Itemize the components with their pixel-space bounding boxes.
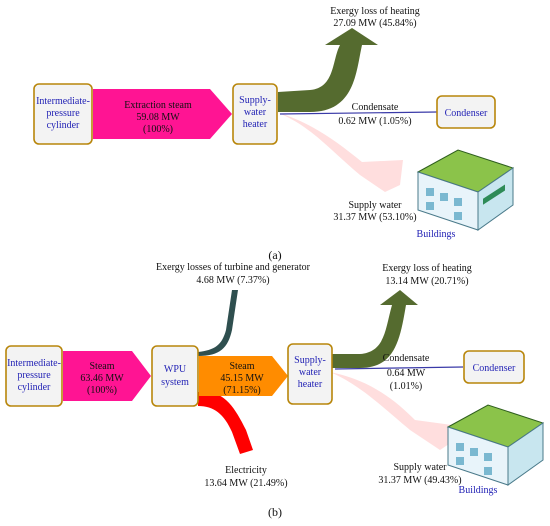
steam-out-pct-b: (71.15%) bbox=[223, 385, 261, 396]
source-label-a-2: pressure bbox=[46, 108, 80, 119]
heater-label-b-3: heater bbox=[298, 379, 323, 390]
turbine-loss-title-b: Exergy losses of turbine and generator bbox=[156, 262, 311, 273]
buildings-label-a: Buildings bbox=[417, 229, 456, 240]
condensate-pct-b: (1.01%) bbox=[390, 381, 423, 392]
turbine-loss-value-b: 4.68 MW (7.37%) bbox=[196, 275, 269, 286]
heating-loss-flow-b bbox=[332, 290, 418, 368]
supply-title-a: Supply water bbox=[348, 200, 402, 211]
flow-pct-a: (100%) bbox=[143, 124, 173, 135]
building-icon bbox=[446, 404, 545, 486]
condensate-line-b bbox=[334, 366, 464, 370]
buildings-label-b: Buildings bbox=[459, 485, 498, 496]
supply-water-flow-a bbox=[276, 112, 403, 192]
steam-out-arrow-b bbox=[199, 356, 288, 396]
loss-title-b: Exergy loss of heating bbox=[382, 263, 472, 274]
condenser-label-b: Condenser bbox=[473, 363, 516, 374]
source-label-a-3: cylinder bbox=[47, 120, 80, 131]
source-box-b bbox=[5, 345, 63, 407]
source-label-b-1: Intermediate- bbox=[7, 358, 61, 369]
turbine-loss-flow-b bbox=[198, 290, 238, 356]
condensate-title-a: Condensate bbox=[352, 102, 399, 113]
source-box-a bbox=[33, 83, 93, 145]
condensate-title-b: Condensate bbox=[383, 353, 430, 364]
supply-value-a: 31.37 MW (53.10%) bbox=[333, 212, 416, 223]
condenser-label-a: Condenser bbox=[445, 108, 488, 119]
heater-label-a-1: Supply- bbox=[239, 95, 271, 106]
steam-in-pct-b: (100%) bbox=[87, 385, 117, 396]
condenser-box-a bbox=[436, 95, 496, 129]
steam-in-label-b: Steam bbox=[90, 361, 115, 372]
source-label-b-3: cylinder bbox=[18, 382, 51, 393]
condensate-line-a bbox=[279, 111, 438, 115]
loss-title-a: Exergy loss of heating bbox=[330, 6, 420, 17]
supply-value-b: 31.37 MW (49.43%) bbox=[378, 475, 461, 486]
heater-label-a-3: heater bbox=[243, 119, 268, 130]
extraction-steam-arrow-a bbox=[93, 89, 232, 139]
wpu-label-b-2: system bbox=[161, 377, 189, 388]
heater-label-b-1: Supply- bbox=[294, 355, 326, 366]
heater-label-a-2: water bbox=[244, 107, 267, 118]
steam-in-value-b: 63.46 MW bbox=[80, 373, 124, 384]
electricity-value-b: 13.64 MW (21.49%) bbox=[204, 478, 287, 489]
supply-title-b: Supply water bbox=[393, 462, 447, 473]
loss-value-a: 27.09 MW (45.84%) bbox=[333, 18, 416, 29]
condenser-box-b bbox=[463, 350, 525, 384]
loss-value-b: 13.14 MW (20.71%) bbox=[385, 276, 468, 287]
source-label-a-1: Intermediate- bbox=[36, 96, 90, 107]
heater-box-b bbox=[287, 343, 333, 405]
heater-label-b-2: water bbox=[299, 367, 322, 378]
building-icon bbox=[416, 149, 515, 231]
condensate-value-b: 0.64 MW bbox=[387, 368, 426, 379]
heating-loss-flow-a bbox=[278, 28, 378, 112]
flow-value-a: 59.08 MW bbox=[136, 112, 180, 123]
source-label-b-2: pressure bbox=[17, 370, 51, 381]
steam-out-value-b: 45.15 MW bbox=[220, 373, 264, 384]
supply-water-flow-b bbox=[330, 372, 452, 450]
condensate-value-a: 0.62 MW (1.05%) bbox=[338, 116, 411, 127]
wpu-box-b bbox=[151, 345, 199, 407]
caption-a: (a) bbox=[268, 248, 281, 262]
electricity-title-b: Electricity bbox=[225, 465, 267, 476]
electricity-flow-b bbox=[198, 392, 253, 454]
caption-b: (b) bbox=[268, 505, 282, 519]
heater-box-a bbox=[232, 83, 278, 145]
wpu-label-b-1: WPU bbox=[164, 364, 187, 375]
steam-out-label-b: Steam bbox=[230, 361, 255, 372]
steam-in-arrow-b bbox=[63, 351, 151, 401]
flow-label-a: Extraction steam bbox=[124, 100, 192, 111]
